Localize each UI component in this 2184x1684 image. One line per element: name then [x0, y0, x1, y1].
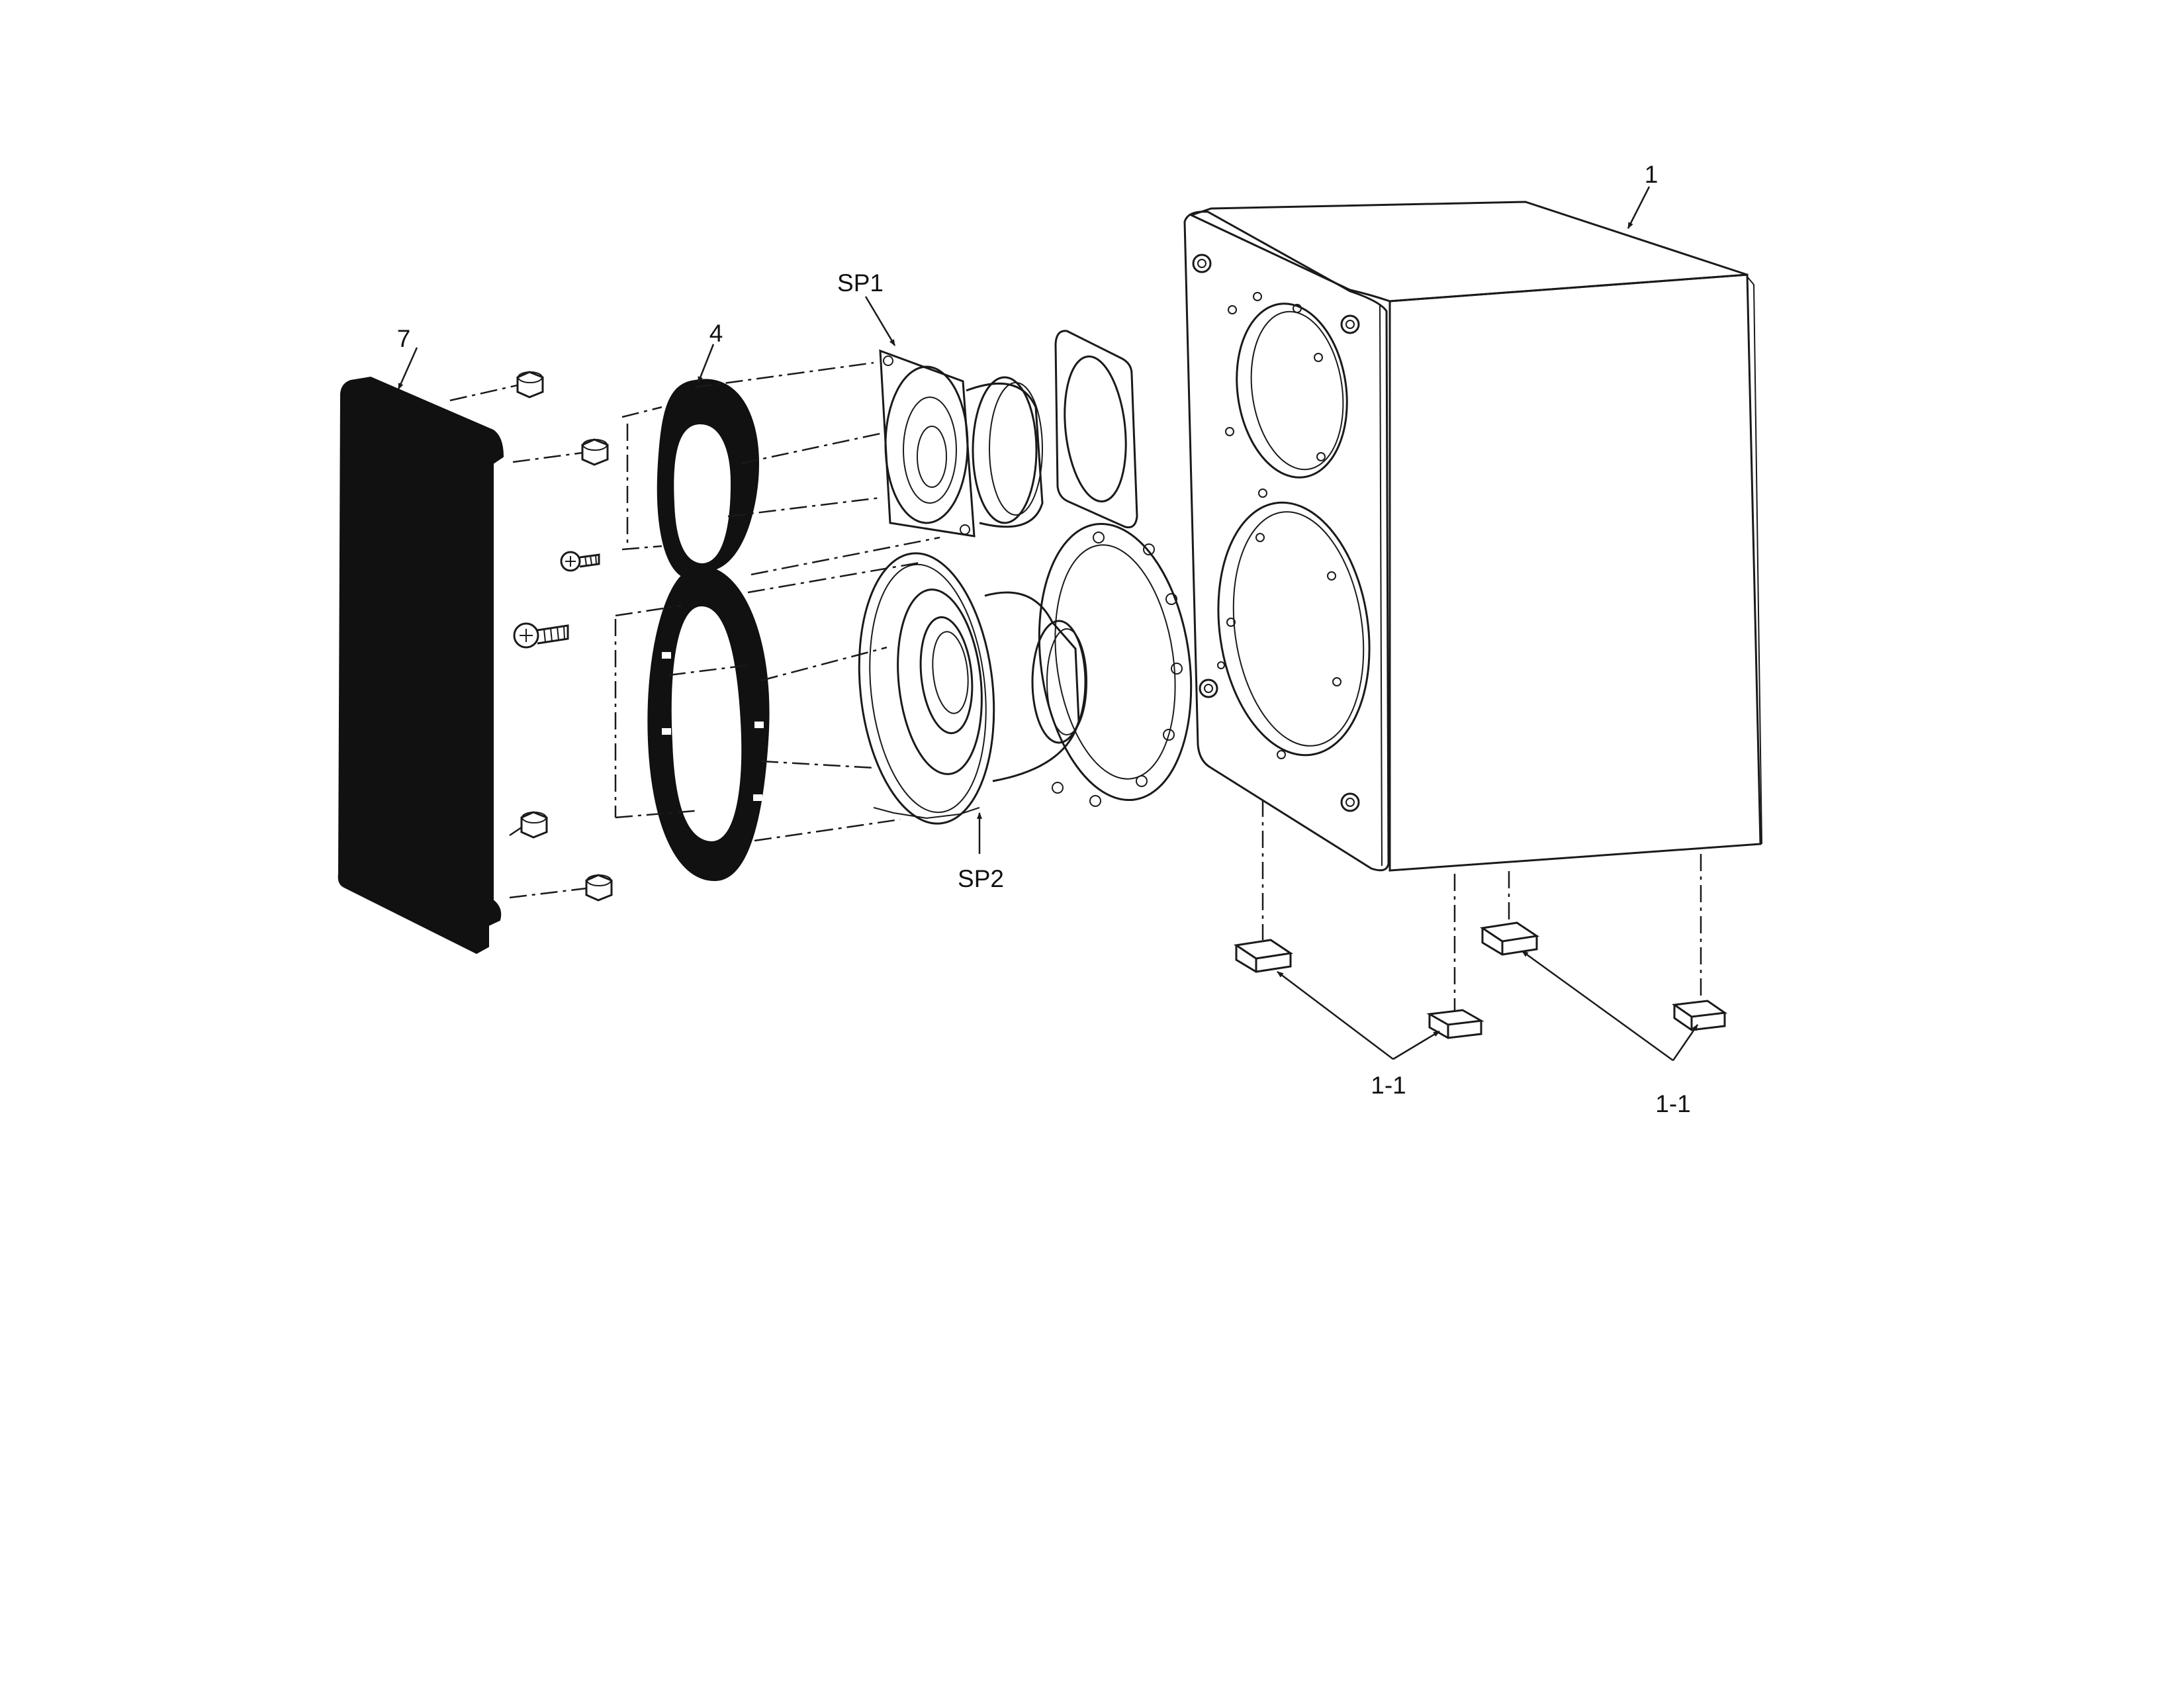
cabinet: [1183, 201, 1762, 872]
large-screw: [513, 622, 569, 649]
small-screw: [560, 551, 600, 572]
figure-eight-gasket: [647, 379, 770, 882]
callout-foot-right: 1-1: [1655, 1090, 1690, 1117]
callout-woofer: SP2: [958, 865, 1004, 892]
woofer-gasket: [1038, 522, 1193, 807]
alignment-lines: [449, 361, 940, 899]
foot: [1479, 921, 1540, 956]
foot: [1426, 1009, 1484, 1039]
tweeter-gasket: [1054, 330, 1138, 529]
callout-grille: 7: [397, 325, 411, 352]
callout-labels: 7 4 SP1 1 SP2 1-1 1-1: [397, 161, 1691, 1117]
foot: [1671, 1000, 1728, 1031]
feet: [1233, 800, 1728, 1039]
front-grille: [338, 376, 504, 955]
callout-foot-left: 1-1: [1371, 1072, 1406, 1099]
callout-gasket: 4: [709, 320, 723, 347]
callout-tweeter: SP1: [837, 269, 884, 297]
foot: [1233, 939, 1294, 973]
screws: [513, 371, 613, 902]
grille-pin: [585, 874, 613, 902]
tweeter-sp1: [879, 349, 1044, 538]
grille-pin: [581, 438, 609, 466]
callout-cabinet: 1: [1645, 161, 1659, 188]
grille-pin: [516, 371, 544, 398]
grille-pin: [520, 811, 548, 839]
woofer-sp2: [858, 552, 1087, 825]
leader-arrows: [397, 186, 1699, 1062]
